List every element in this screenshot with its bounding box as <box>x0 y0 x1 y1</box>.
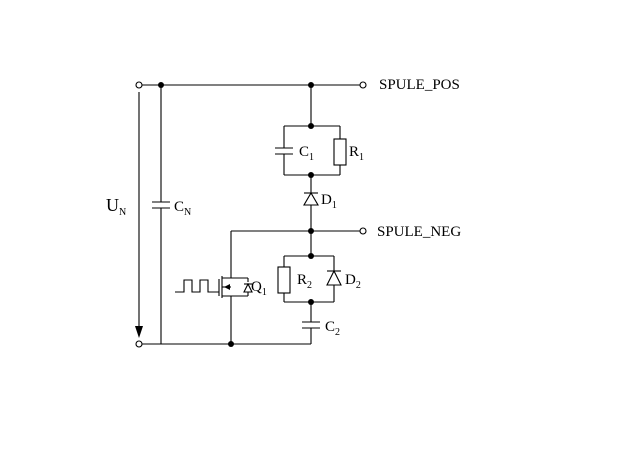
diode-d1 <box>303 175 319 231</box>
terminal-supply-bottom <box>135 340 143 348</box>
resistor-r2-label: R2 <box>297 272 312 291</box>
c1-r1-parallel <box>275 125 347 176</box>
capacitor-c2 <box>302 302 320 344</box>
mosfet-q1 <box>218 231 253 344</box>
capacitor-c2-label: C2 <box>325 319 340 338</box>
junction-dots <box>158 82 314 347</box>
spule-pos-label: SPULE_POS <box>379 77 460 93</box>
capacitor-c1-label: C1 <box>299 144 314 163</box>
pwm-signal-icon <box>175 279 219 293</box>
terminal-supply-top <box>135 81 143 89</box>
resistor-r1-label: R1 <box>349 144 364 163</box>
terminal-spule-neg <box>359 227 367 235</box>
diode-d2-label: D2 <box>345 272 361 291</box>
mosfet-q1-label: Q1 <box>251 279 267 298</box>
supply-voltage-label: UN <box>106 195 126 218</box>
r2-d2-parallel <box>277 255 342 303</box>
capacitor-cn-label: CN <box>174 199 191 218</box>
supply-voltage-arrow <box>135 92 143 338</box>
terminal-spule-pos <box>359 81 367 89</box>
diode-d1-label: D1 <box>321 192 337 211</box>
spule-neg-label: SPULE_NEG <box>377 224 461 240</box>
capacitor-cn <box>152 85 170 344</box>
